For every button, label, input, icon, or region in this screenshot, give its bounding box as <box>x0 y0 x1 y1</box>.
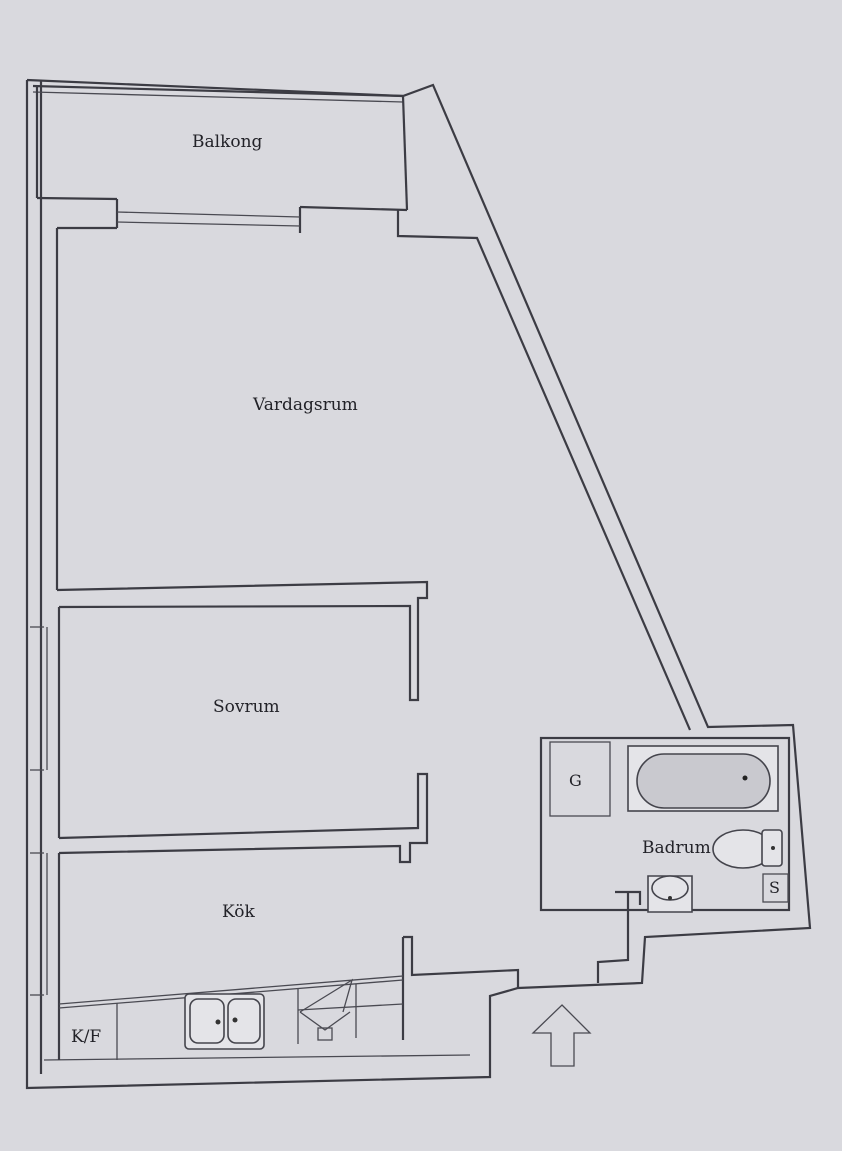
bathroom-label: Badrum <box>642 838 711 858</box>
kitchen-walls <box>30 852 520 1060</box>
sink-icon <box>184 993 265 1050</box>
closet-s <box>762 873 789 903</box>
closet-s-label: S <box>769 878 780 897</box>
bedroom-walls <box>30 607 429 864</box>
stove-icon <box>299 978 354 1041</box>
bedroom-label: Sovrum <box>213 697 280 717</box>
fridge-freezer-label: K/F <box>71 1027 101 1047</box>
outer-walls <box>25 78 812 1090</box>
bathtub-icon <box>627 745 779 812</box>
balcony-area <box>32 84 409 233</box>
living-room-walls <box>55 210 692 731</box>
living-room-label: Vardagsrum <box>252 395 358 415</box>
entrance-arrow-icon <box>531 1004 592 1067</box>
kitchen-label: Kök <box>222 902 255 922</box>
toilet-icon <box>712 829 783 869</box>
washbasin-icon <box>647 875 693 913</box>
closet-g-label: G <box>569 771 582 790</box>
balcony-label: Balkong <box>192 132 263 152</box>
